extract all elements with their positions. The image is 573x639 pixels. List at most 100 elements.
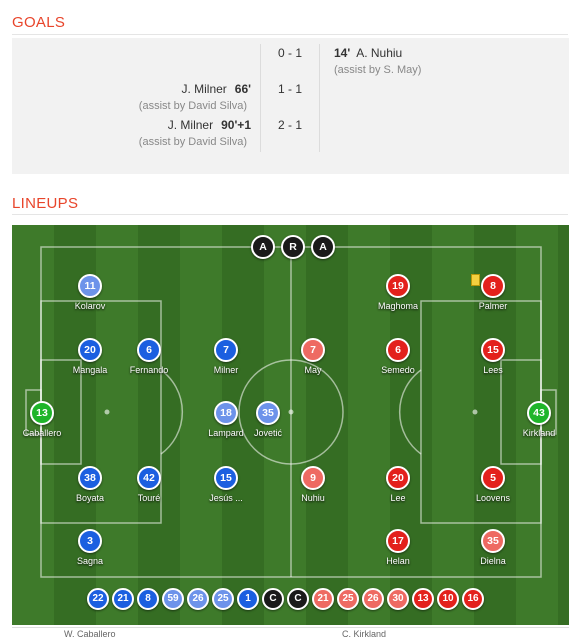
shirt-number: 9 (301, 466, 325, 490)
goals-title: GOALS (12, 14, 66, 31)
assistant-referee-badge[interactable]: A (311, 235, 335, 259)
shirt-number: 11 (78, 274, 102, 298)
score-column-left-divider (260, 44, 261, 152)
goal-scorer-home[interactable]: J. Milner 66' (181, 82, 251, 96)
substitutes-bench: 22 21 8 59 26 25 1 C C 21 25 26 30 13 10… (87, 588, 484, 610)
shirt-number: 20 (386, 466, 410, 490)
player-name: Maghoma (377, 301, 419, 311)
goal-assist-home: (assist by David Silva) (138, 100, 247, 112)
shirt-number: 18 (214, 401, 238, 425)
goal-minute: 90'+1 (221, 118, 251, 132)
home-sub-badge[interactable]: 26 (187, 588, 209, 610)
away-sub-badge[interactable]: 26 (362, 588, 384, 610)
player-name: Palmer (478, 301, 508, 311)
shirt-number: 42 (137, 466, 161, 490)
goal-score: 0 - 1 (277, 46, 302, 60)
player-name: Fernando (129, 365, 169, 375)
player-name: Caballero (22, 428, 62, 438)
home-sub-badge[interactable]: 59 (162, 588, 184, 610)
goals-panel: 0 - 1 14' A. Nuhiu (assist by S. May) 1 -… (12, 38, 569, 174)
goals-divider (12, 34, 568, 35)
player-name: Boyata (75, 493, 105, 503)
shirt-number: 19 (386, 274, 410, 298)
away-sub-name[interactable]: C. Kirkland (342, 629, 387, 639)
lineups-divider (12, 214, 568, 215)
player-name: Lees (483, 365, 503, 375)
away-sub-badge[interactable]: 21 (312, 588, 334, 610)
home-sub-name[interactable]: W. Caballero (64, 629, 116, 639)
assistant-referee-badge[interactable]: A (251, 235, 275, 259)
lineups-title: LINEUPS (12, 195, 79, 212)
player-name: Loovens (475, 493, 511, 503)
shirt-number: 13 (30, 401, 54, 425)
player-name: Sagna (76, 556, 104, 566)
player-name: Mangala (72, 365, 108, 375)
goal-score: 1 - 1 (277, 82, 302, 96)
score-column-right-divider (319, 44, 320, 152)
shirt-number: 6 (386, 338, 410, 362)
scorer-name: J. Milner (167, 118, 214, 132)
home-sub-badge[interactable]: 21 (112, 588, 134, 610)
away-sub-badge[interactable]: 16 (462, 588, 484, 610)
home-sub-badge[interactable]: 8 (137, 588, 159, 610)
shirt-number: 17 (386, 529, 410, 553)
away-sub-badge[interactable]: 10 (437, 588, 459, 610)
shirt-number: 38 (78, 466, 102, 490)
player-name: Helan (386, 556, 410, 566)
player-name: Lampard (208, 428, 244, 438)
shirt-number: 7 (301, 338, 325, 362)
away-coach-badge[interactable]: C (287, 588, 309, 610)
player-name: Dielna (480, 556, 506, 566)
yellow-card-icon (471, 274, 480, 286)
goal-scorer-away[interactable]: 14' A. Nuhiu (334, 46, 402, 60)
home-sub-badge[interactable]: 25 (212, 588, 234, 610)
player-name: Touré (137, 493, 161, 503)
goal-minute: 14' (334, 46, 351, 60)
shirt-number: 5 (481, 466, 505, 490)
away-sub-badge[interactable]: 25 (337, 588, 359, 610)
away-sub-badge[interactable]: 30 (387, 588, 409, 610)
goal-minute: 66' (234, 82, 251, 96)
home-sub-badge[interactable]: 22 (87, 588, 109, 610)
player-name: Jovetić (253, 428, 282, 438)
goal-scorer-home[interactable]: J. Milner 90'+1 (168, 118, 251, 132)
shirt-number: 7 (214, 338, 238, 362)
shirt-number: 8 (481, 274, 505, 298)
shirt-number: 20 (78, 338, 102, 362)
home-sub-badge[interactable]: 1 (237, 588, 259, 610)
goal-assist-away: (assist by S. May) (334, 64, 422, 76)
away-sub-badge[interactable]: 13 (412, 588, 434, 610)
home-coach-badge[interactable]: C (262, 588, 284, 610)
shirt-number: 35 (256, 401, 280, 425)
scorer-name: J. Milner (181, 82, 227, 96)
scorer-name: A. Nuhiu (356, 46, 403, 60)
shirt-number: 15 (214, 466, 238, 490)
substitutes-list-strip: W. Caballero C. Kirkland (12, 627, 569, 639)
shirt-number: 43 (527, 401, 551, 425)
shirt-number: 15 (481, 338, 505, 362)
referee-badge[interactable]: R (281, 235, 305, 259)
